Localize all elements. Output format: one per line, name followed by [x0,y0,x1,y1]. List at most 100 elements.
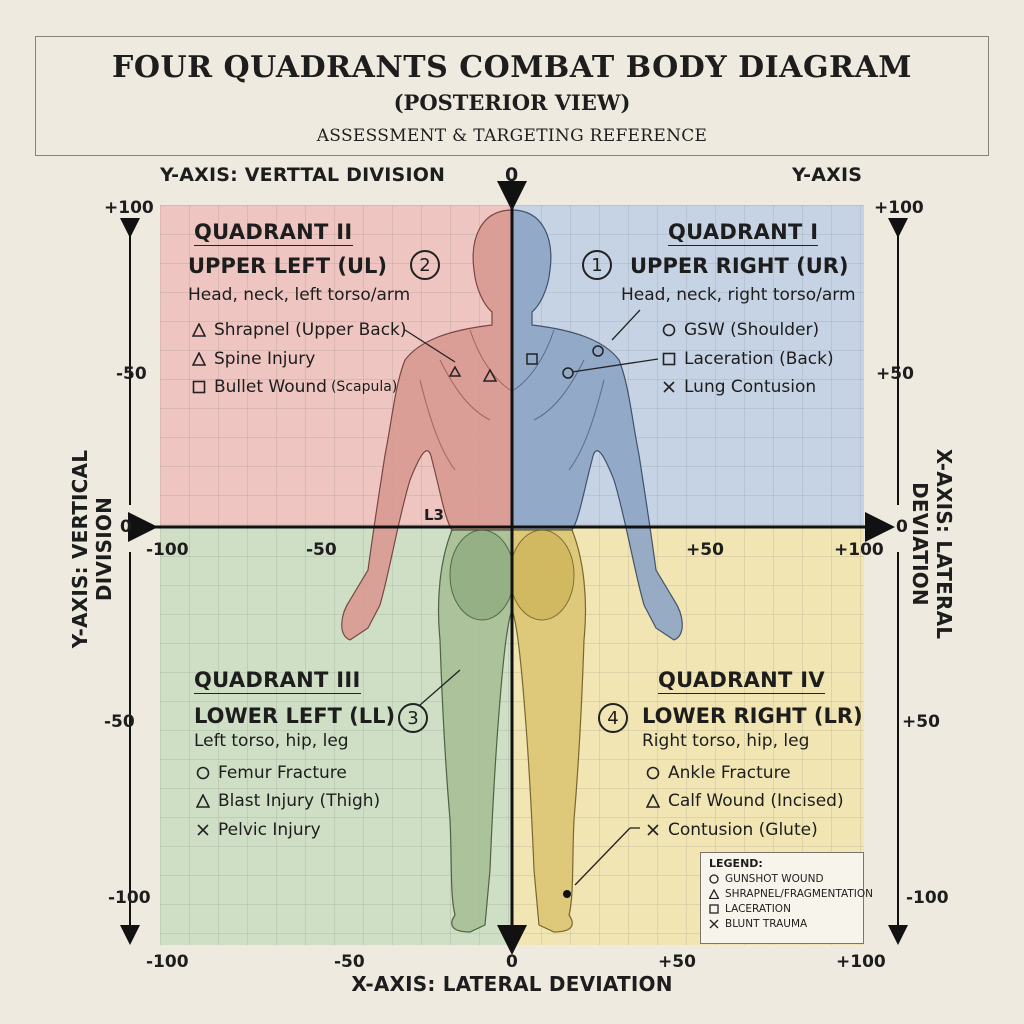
body-circle-marker-2 [562,367,574,379]
cross-icon [709,919,719,929]
bottom-tick-zero: 0 [506,952,518,972]
left-vertical-axis-label: Y-AXIS: VERTICAL DIVISION [68,449,116,649]
quadrant-4-injury-3: Contusion (Glute) [646,820,818,840]
quadrant-3-description: Left torso, hip, leg [194,731,349,751]
legend-item: BLUNT TRAUMA [709,918,855,930]
right-tick-upper: +50 [876,364,914,384]
left-tick-bottom: -100 [108,888,151,908]
body-circle-marker-1 [592,345,604,357]
legend-label: BLUNT TRAUMA [725,918,808,930]
quadrant-3-injury-2: Blast Injury (Thigh) [196,791,380,811]
injury-note: (Scapula) [330,379,398,395]
mid-tick-pos50: +50 [686,540,724,560]
injury-label: Shrapnel (Upper Back) [214,320,407,340]
injury-label: Blast Injury (Thigh) [218,791,381,811]
legend-item: LACERATION [709,903,855,915]
top-right-axis-label: Y-AXIS [792,164,863,186]
spine-marker-label: L3 [424,506,444,524]
quadrant-1-injury-2: Laceration (Back) [662,349,834,369]
quadrant-3-number: 3 [398,703,428,733]
injury-label: Bullet Wound [214,377,327,397]
quadrant-2-injury-2: Spine Injury [192,349,315,369]
quadrant-2-title: QUADRANT II [194,220,353,246]
right-vertical-axis-label: X-AXIS: LATERAL DEVIATION [908,448,956,640]
bottom-tick-neg50: -50 [334,952,365,972]
lower-right-body [512,529,587,933]
triangle-icon [709,889,719,899]
left-tick-top: +100 [104,198,154,218]
quadrant-3-injury-3: Pelvic Injury [196,820,321,840]
triangle-icon [192,352,206,366]
top-left-axis-label: Y-AXIS: VERTTAL DIVISION [160,164,446,186]
legend-label: GUNSHOT WOUND [725,873,824,885]
quadrant-2-description: Head, neck, left torso/arm [188,285,411,305]
triangle-icon [196,794,210,808]
right-tick-top: +100 [874,198,924,218]
mid-tick-neg50: -50 [306,540,337,560]
legend-label: SHRAPNEL/FRAGMENTATION [725,888,874,900]
quadrant-2-name: UPPER LEFT (UL) [188,254,387,278]
right-tick-zero: 0 [896,517,908,537]
circle-icon [662,323,676,337]
body-ankle-marker [563,890,571,898]
quadrant-1-area [512,205,864,527]
body-triangle-marker-1 [448,365,462,377]
cross-icon [646,823,660,837]
legend-box: LEGEND: GUNSHOT WOUND SHRAPNEL/FRAGMENTA… [700,852,873,944]
page-title: FOUR QUADRANTS COMBAT BODY DIAGRAM [112,50,912,85]
quadrant-1-injury-3: Lung Contusion [662,377,816,397]
cross-icon [196,823,210,837]
legend-item: SHRAPNEL/FRAGMENTATION [709,888,873,900]
quadrant-3-title: QUADRANT III [194,668,361,694]
left-tick-upper: -50 [116,364,147,384]
quadrant-1-name: UPPER RIGHT (UR) [630,254,849,278]
circle-icon [709,874,719,884]
injury-label: Lung Contusion [684,377,817,397]
quadrant-4-injury-2: Calf Wound (Incised) [646,791,844,811]
body-square-marker [526,353,538,365]
quadrant-1-title: QUADRANT I [668,220,819,246]
bottom-tick-pos100: +100 [836,952,886,972]
left-tick-zero: 0 [120,517,132,537]
triangle-icon [192,323,206,337]
bottom-tick-pos50: +50 [658,952,696,972]
square-icon [192,380,206,394]
quadrant-1-injury-1: GSW (Shoulder) [662,320,819,340]
injury-label: Contusion (Glute) [668,820,818,840]
square-icon [709,904,719,914]
quadrant-4-description: Right torso, hip, leg [642,731,810,751]
body-triangle-marker-2 [482,368,498,382]
right-tick-lower: +50 [902,712,940,732]
legend-item: GUNSHOT WOUND [709,873,855,885]
quadrant-3-injury-1: Femur Fracture [196,763,347,783]
page-subtitle: (POSTERIOR VIEW) [393,90,631,115]
right-tick-bottom: -100 [906,888,949,908]
legend-label: LACERATION [725,903,791,915]
mid-tick-neg100: -100 [146,540,189,560]
cross-icon [662,380,676,394]
injury-label: Ankle Fracture [668,763,791,783]
injury-label: Pelvic Injury [218,820,321,840]
triangle-icon [646,794,660,808]
injury-label: Spine Injury [214,349,316,369]
left-tick-lower: -50 [104,712,135,732]
quadrant-2-injury-1: Shrapnel (Upper Back) [192,320,407,340]
circle-icon [196,766,210,780]
injury-label: GSW (Shoulder) [684,320,820,340]
circle-icon [646,766,660,780]
lower-left-body [437,529,512,933]
mid-tick-pos100: +100 [834,540,884,560]
quadrant-4-number: 4 [598,703,628,733]
quadrant-1-description: Head, neck, right torso/arm [621,285,856,305]
top-zero-label: 0 [505,164,519,186]
injury-label: Femur Fracture [218,763,347,783]
quadrant-2-injury-3: Bullet Wound (Scapula) [192,377,397,397]
legend-title: LEGEND: [709,857,763,870]
bottom-axis-label: X-AXIS: LATERAL DEVIATION [351,972,673,996]
injury-label: Laceration (Back) [684,349,834,369]
injury-label: Calf Wound (Incised) [668,791,844,811]
bottom-tick-neg100: -100 [146,952,189,972]
title-frame [35,36,989,156]
quadrant-1-number: 1 [582,250,612,280]
